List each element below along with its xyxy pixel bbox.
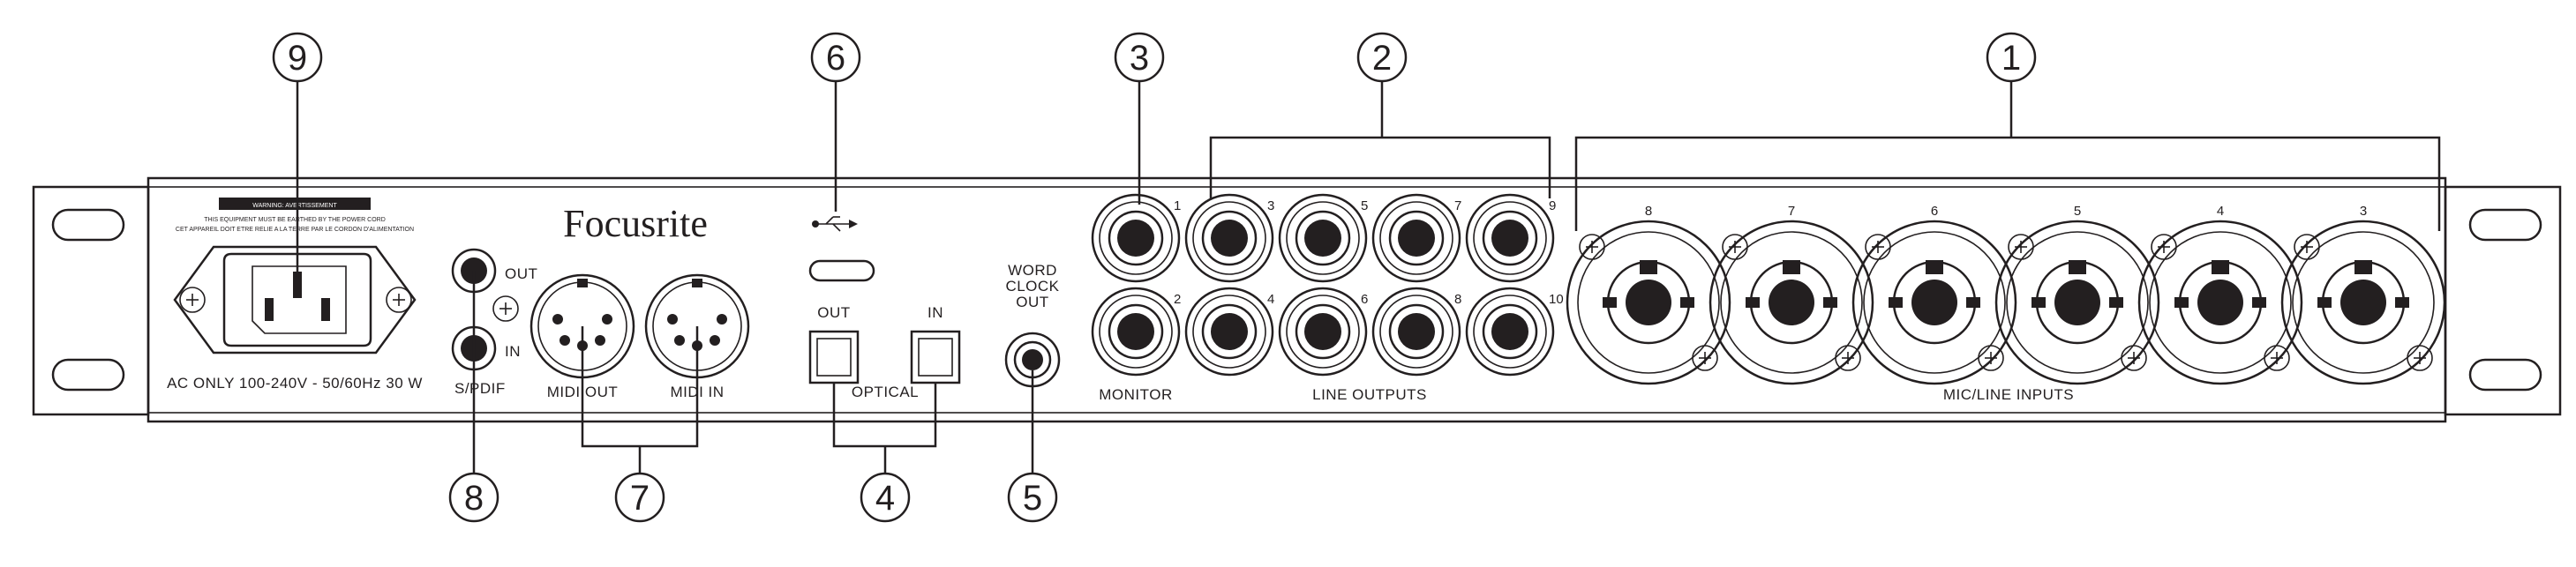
line-output-number-10: 10 [1549,292,1564,307]
word-clock-label-line-3: OUT [1016,294,1048,310]
callout-2: 2 [1356,32,1408,83]
mic-input-number-7: 7 [1788,204,1795,219]
mic-input-number-4: 4 [2217,204,2224,219]
line-output-7 [1371,193,1461,283]
callout-7: 7 [614,472,665,523]
monitor-output-1 [1091,193,1181,283]
svg-text:9: 9 [288,39,307,78]
optical-label: OPTICAL [852,384,919,400]
spdif-label: S/PDIF [454,380,506,397]
line-output-number-3: 3 [1267,198,1274,213]
monitor-number-1: 1 [1174,198,1181,213]
svg-text:3: 3 [1130,39,1149,78]
optical-in-label: IN [928,304,943,321]
mic-input-number-3: 3 [2360,204,2367,219]
line-output-number-5: 5 [1361,198,1368,213]
line-output-number-9: 9 [1549,198,1556,213]
callout-5: 5 [1007,472,1058,523]
xlr-screws [1579,234,2433,371]
callout-4: 4 [860,472,911,523]
spdif-out-label: OUT [505,265,537,282]
svg-text:8: 8 [464,479,484,518]
usb-c-port [808,259,875,282]
line-output-9 [1465,193,1555,283]
line-output-number-6: 6 [1361,292,1368,307]
word-clock-label-line-1: WORD [1008,262,1057,279]
callout-8: 8 [448,472,499,523]
rack-ear-left [32,185,150,416]
line-output-5 [1278,193,1368,283]
line-output-number-8: 8 [1454,292,1461,307]
chassis-inner [147,186,2446,414]
svg-text:1: 1 [2001,39,2021,78]
line-outputs-label: LINE OUTPUTS [1312,386,1427,403]
warning-label-bar [219,198,371,210]
brand-logo-text: Focusrite [563,202,708,245]
line-output-3 [1184,193,1274,283]
line-output-number-7: 7 [1454,198,1461,213]
spdif-in-label: IN [505,343,521,360]
svg-text:2: 2 [1372,39,1392,78]
line-output-8 [1371,287,1461,377]
optical-out-label: OUT [817,304,850,321]
mic-input-number-8: 8 [1645,204,1652,219]
spdif-screw [492,295,519,322]
optical-out-port [808,330,860,384]
svg-text:5: 5 [1023,479,1042,518]
monitor-label: MONITOR [1099,386,1172,403]
rack-ear-right [2444,185,2562,416]
word-clock-bnc-connector [1004,332,1061,388]
iec-power-inlet [173,245,417,354]
optical-in-port [910,330,961,384]
svg-text:6: 6 [826,39,845,78]
svg-text:4: 4 [875,479,895,518]
monitor-number-2: 2 [1174,292,1181,307]
line-output-number-4: 4 [1267,292,1274,307]
word-clock-label-line-2: CLOCK [1005,278,1059,295]
callout-3: 3 [1114,32,1165,83]
line-output-4 [1184,287,1274,377]
warning-title: WARNING: AVERTISSEMENT [252,203,337,209]
mic-input-number-6: 6 [1931,204,1938,219]
warning-line-2: CET APPAREIL DOIT ETRE RELIE A LA TERRE … [176,227,414,233]
callout-9: 9 [272,32,323,83]
line-output-10 [1465,287,1555,377]
callout-leaders [296,80,2441,474]
callout-6: 6 [810,32,861,83]
mic-line-inputs-label: MIC/LINE INPUTS [1943,386,2074,403]
monitor-output-2 [1091,287,1181,377]
callout-1: 1 [1986,32,2037,83]
line-output-6 [1278,287,1368,377]
mic-input-number-5: 5 [2074,204,2081,219]
warning-line-1: THIS EQUIPMENT MUST BE EARTHED BY THE PO… [204,217,386,223]
usb-icon [812,216,858,232]
power-rating-label: AC ONLY 100-240V - 50/60Hz 30 W [167,375,423,392]
svg-text:7: 7 [630,479,650,518]
